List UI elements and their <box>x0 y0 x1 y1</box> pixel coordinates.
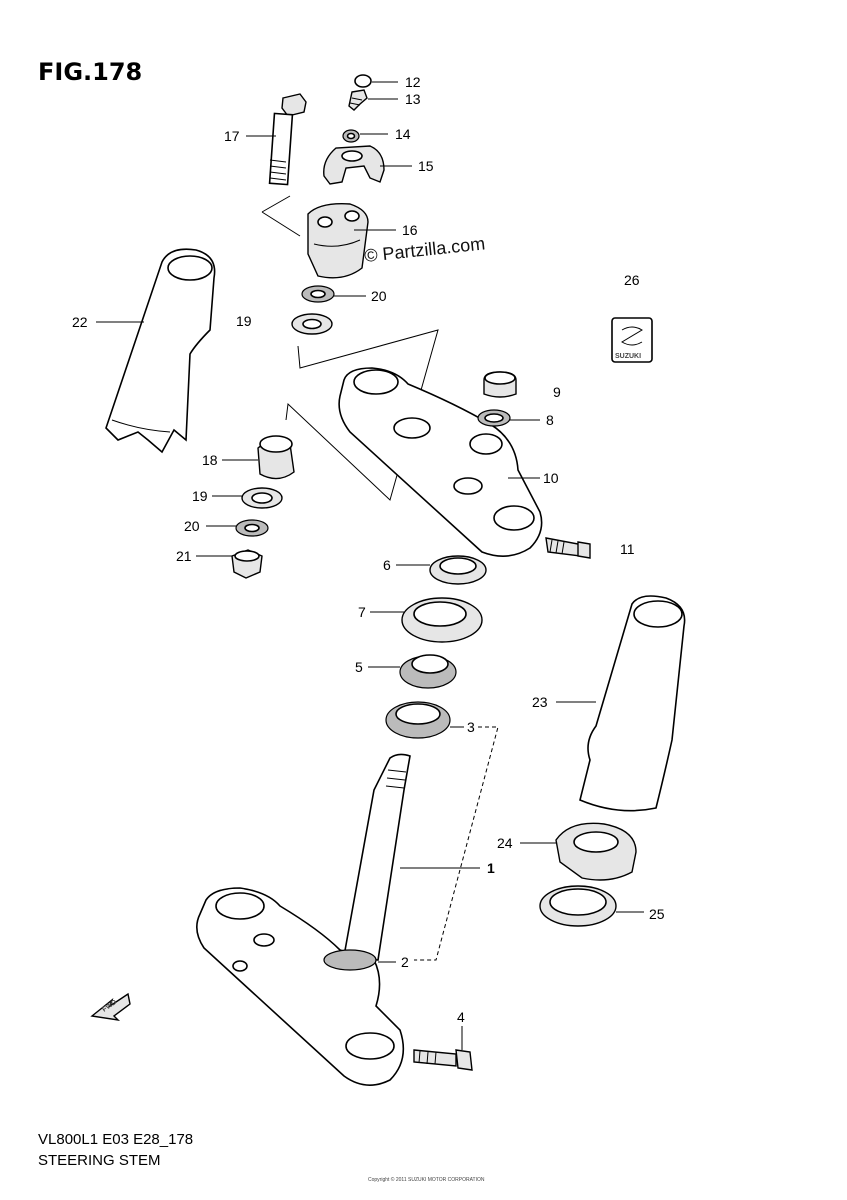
callout-22: 22 <box>72 314 88 330</box>
callout-26: 26 <box>624 272 640 288</box>
callout-5: 5 <box>355 659 363 675</box>
callout-19-bottom: 19 <box>192 488 208 504</box>
callout-8: 8 <box>546 412 554 428</box>
part-26-emblem[interactable]: SUZUKI <box>611 317 653 363</box>
part-18-bushing[interactable] <box>257 435 295 480</box>
callout-17: 17 <box>224 128 240 144</box>
part-8-washer[interactable] <box>477 409 511 427</box>
figure-title: FIG.178 <box>38 58 142 86</box>
part-9-cap[interactable] <box>483 371 517 398</box>
part-20-washer-top[interactable] <box>301 285 335 303</box>
part-5-bearing[interactable] <box>399 654 457 689</box>
footer-code: VL800L1 E03 E28_178 <box>38 1131 193 1148</box>
part-20-washer-bottom[interactable] <box>235 519 269 537</box>
part-12-cap[interactable] <box>354 74 372 88</box>
callout-21: 21 <box>176 548 192 564</box>
emblem-text: SUZUKI <box>615 353 641 360</box>
footer-copyright: Copyright © 2011 SUZUKI MOTOR CORPORATIO… <box>368 1176 485 1183</box>
part-3-bearing[interactable] <box>385 701 451 739</box>
part-22-fork-cover-left[interactable] <box>105 248 216 454</box>
callout-20-top: 20 <box>371 288 387 304</box>
callout-16: 16 <box>402 222 418 238</box>
part-15-clamp[interactable] <box>323 145 385 185</box>
callout-18: 18 <box>202 452 218 468</box>
footer-name: STEERING STEM <box>38 1152 161 1169</box>
callout-25: 25 <box>649 906 665 922</box>
callout-24: 24 <box>497 835 513 851</box>
part-23-fork-cover-right[interactable] <box>579 595 686 812</box>
leader-lines <box>96 81 644 1050</box>
part-13-screw[interactable] <box>348 89 368 111</box>
callout-3: 3 <box>467 719 475 735</box>
callout-11: 11 <box>620 541 635 557</box>
part-19-cushion-bottom[interactable] <box>241 487 283 509</box>
callout-7: 7 <box>358 604 366 620</box>
part-17-bolt[interactable] <box>268 93 307 186</box>
part-6-nut[interactable] <box>429 555 487 585</box>
callout-14: 14 <box>395 126 411 142</box>
callout-23: 23 <box>532 694 548 710</box>
callout-9: 9 <box>553 384 561 400</box>
callout-20-bottom: 20 <box>184 518 200 534</box>
part-25-washer[interactable] <box>539 885 617 927</box>
guide-line-bolt <box>261 195 301 237</box>
callout-15: 15 <box>418 158 434 174</box>
callout-1: 1 <box>487 860 495 876</box>
part-10-upper-bracket[interactable] <box>338 367 543 557</box>
callout-2: 2 <box>401 954 409 970</box>
part-7-seal[interactable] <box>401 597 483 643</box>
part-14-washer[interactable] <box>342 129 360 143</box>
watermark-text: © Partzilla.com <box>363 233 486 266</box>
callout-13: 13 <box>405 91 421 107</box>
fwd-arrow-icon: FWD <box>90 992 131 1022</box>
part-1-steering-stem[interactable] <box>196 753 411 1086</box>
part-16-riser[interactable] <box>307 203 369 279</box>
part-21-nut[interactable] <box>231 549 263 579</box>
callout-19-top: 19 <box>236 313 252 329</box>
part-19-cushion-top[interactable] <box>291 313 333 335</box>
part-4-bolt[interactable] <box>413 1049 473 1071</box>
callout-10: 10 <box>543 470 559 486</box>
callout-6: 6 <box>383 557 391 573</box>
part-11-bolt[interactable] <box>545 537 591 559</box>
part-24-nut[interactable] <box>555 822 637 881</box>
callout-12: 12 <box>405 74 421 90</box>
callout-4: 4 <box>457 1009 465 1025</box>
